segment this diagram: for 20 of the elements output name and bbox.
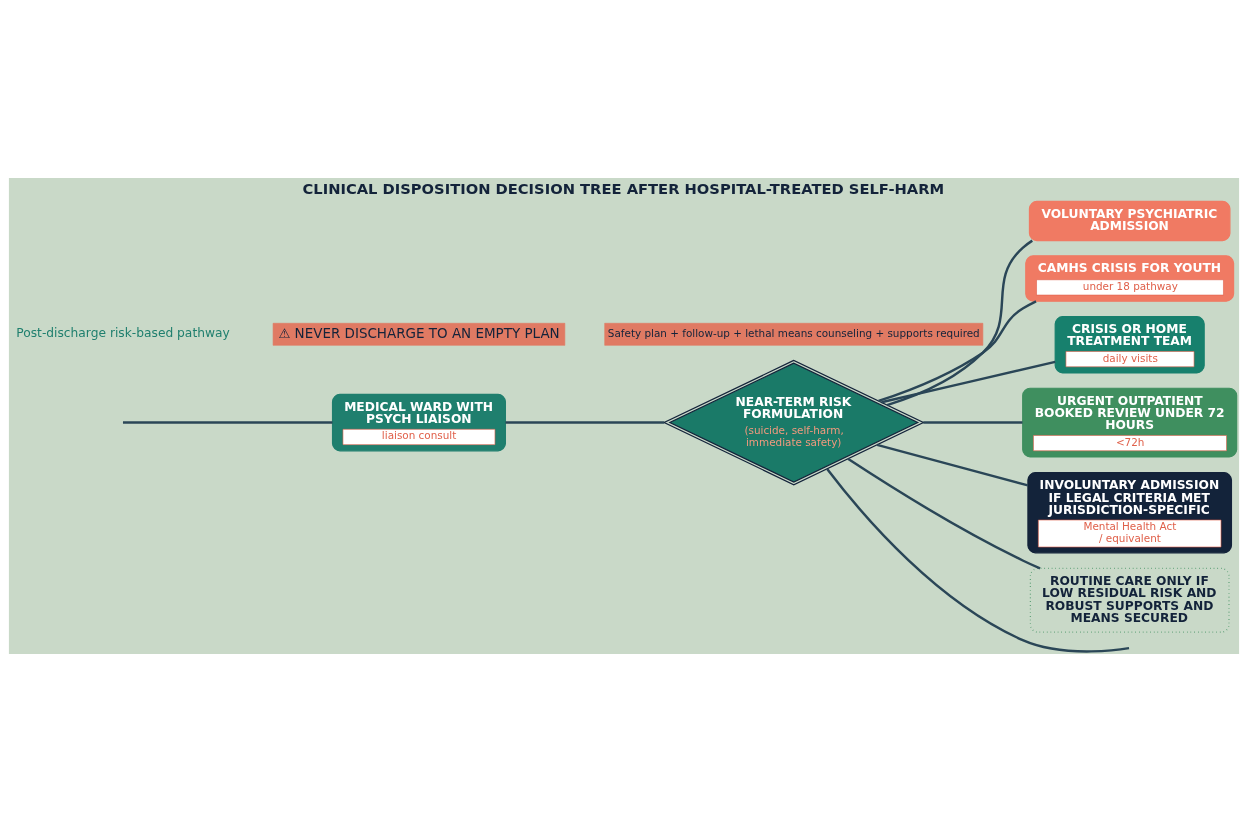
node-box: CRISIS OR HOME TREATMENT TEAM daily visits [1054,315,1205,374]
node-box: URGENT OUTPATIENT BOOKED REVIEW UNDER 72 HOURS <72h [1022,387,1238,458]
node-box: MEDICAL WARD WITH PSYCH LIAISON liaison consult [331,393,506,452]
connector [923,421,1023,424]
connector [878,300,1037,403]
connector [886,239,1033,407]
connector [847,457,1041,570]
node-box: VOLUNTARY PSYCHIATRIC ADMISSION [1028,200,1231,242]
label: Post-discharge risk-based pathway [16,326,230,341]
connector [122,421,333,424]
connector [881,360,1056,404]
diagram-title: CLINICAL DISPOSITION DECISION TREE AFTER HOSPITAL-TREATED SELF-HARM [302,180,945,198]
node-box: CAMHS CRISIS FOR YOUTH under 18 pathway [1025,255,1235,302]
connector [505,421,665,424]
node-box: INVOLUNTARY ADMISSION IF LEGAL CRITERIA MET JURISDICTION-SPECIFIC Mental Health Act / equivalent [1027,471,1233,554]
node-box: ROUTINE CARE ONLY IF LOW RESIDUAL RISK AND ROBUST SUPPORTS AND MEANS SECURED [1029,567,1230,633]
connector [876,443,1029,487]
label: ⚠ NEVER DISCHARGE TO AN EMPTY PLAN [278,324,560,341]
connector [826,468,1130,653]
label: Safety plan + follow-up + lethal means counseling + supports required [607,326,980,339]
